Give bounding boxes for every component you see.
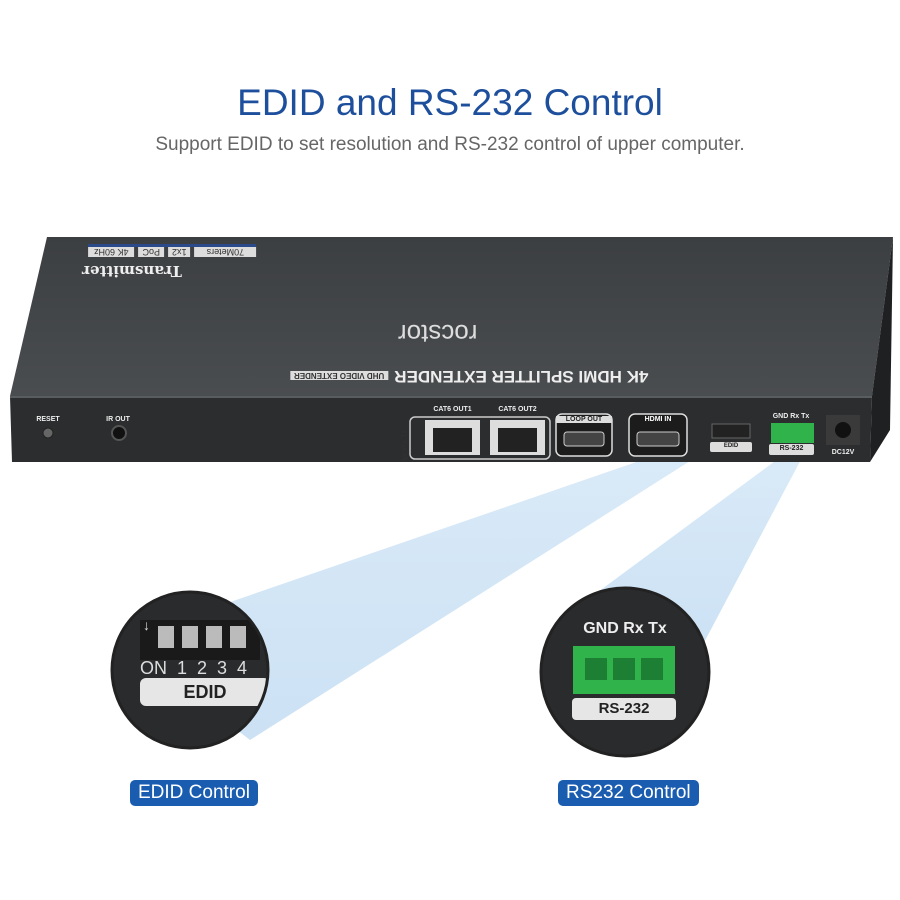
edid-callout (112, 592, 268, 748)
rs232-pins-label: GND Rx Tx (772, 413, 810, 420)
ir-out-label: IR OUT (106, 416, 130, 423)
edid-control-caption: EDID Control (130, 780, 258, 806)
ir-out-jack (111, 425, 127, 441)
hdmi-in-label: HDMI IN (644, 416, 672, 423)
dip-arrow-icon: ↓ (143, 617, 150, 633)
dip-number: 2 (197, 658, 208, 678)
rs232-callout-label: RS-232 (598, 700, 650, 717)
dip-numbers: ON 1 2 3 4 (140, 658, 247, 679)
dip-number: 1 (177, 658, 188, 678)
product-name: 4K HDMI SPLITTER EXTENDER (394, 367, 649, 386)
page-title: EDID and RS-232 Control (237, 82, 663, 123)
brand-logo: rocstor (398, 319, 478, 349)
feature-label: 70Meters (194, 247, 257, 257)
feature-label: 4K 60Hz (88, 247, 135, 257)
product-label: 4K HDMI SPLITTER EXTENDER UHD VIDEO EXTE… (290, 366, 648, 386)
dip-on-label: ON (140, 658, 167, 678)
reset-button[interactable] (42, 427, 54, 439)
cat6-out1-label: CAT6 OUT1 (433, 406, 472, 413)
edid-callout-label: EDID (183, 682, 227, 702)
cat6-out2-label: CAT6 OUT2 (498, 406, 537, 413)
dip-number: 3 (217, 658, 228, 678)
ipcolor-label: ipcolor Tx (401, 430, 409, 461)
rs232-terminal (771, 423, 814, 443)
rs232-control-caption: RS232 Control (558, 780, 699, 806)
edid-dip-switch[interactable] (711, 423, 751, 439)
loop-out-label: LOOP OUT (556, 416, 612, 423)
feature-labels: 70Meters 1x2 PoC 4K 60Hz (88, 244, 257, 257)
edid-beam (120, 440, 720, 740)
page-subtitle: Support EDID to set resolution and RS-23… (155, 134, 745, 155)
rs232-pins-callout: GND Rx Tx (583, 620, 667, 637)
dc12v-label: DC12V (831, 449, 855, 456)
model-label: Transmitter (82, 262, 182, 280)
reset-label: RESET (36, 416, 60, 423)
product-sub: UHD VIDEO EXTENDER (290, 371, 389, 381)
dip-number: 4 (237, 658, 248, 678)
rs232-callout (541, 588, 709, 756)
feature-label: PoC (138, 247, 165, 257)
feature-label: 1x2 (168, 247, 191, 257)
rs232-label: RS-232 (779, 445, 804, 452)
device-side (870, 237, 893, 462)
edid-label: EDID (723, 443, 739, 449)
device-top (10, 237, 893, 396)
